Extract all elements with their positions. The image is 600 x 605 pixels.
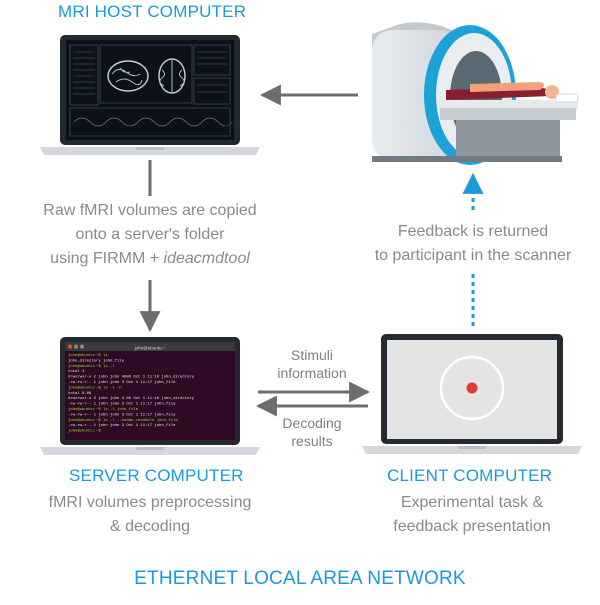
client-laptop	[362, 334, 582, 454]
terminal-line: john@ubuntu:~$	[68, 429, 101, 434]
terminal-line: -rw-rw-r-- 1 john john 3 Oct 1 11:17 joh…	[68, 380, 176, 385]
terminal-titlebar	[65, 342, 235, 351]
host-to-server-line1: Raw fMRI volumes are copied	[43, 202, 257, 219]
server-desc: fMRI volumes preprocessing & decoding	[0, 491, 300, 539]
mri-host-screen	[66, 40, 234, 140]
brain-top-view-icon	[158, 58, 186, 94]
brain-scan-dashboard	[69, 44, 233, 137]
host-to-server-line3: using FIRMM + ideacmdtool	[0, 247, 300, 271]
brain-side-view-icon	[107, 60, 149, 92]
mri-host-title: MRI HOST COMPUTER	[58, 2, 247, 21]
fixation-ring	[439, 355, 505, 421]
terminal-line: -rw-rw-r-- 1 john john 3 Oct 1 11:17 joh…	[68, 402, 176, 407]
client-desc: Experimental task & feedback presentatio…	[352, 491, 592, 539]
terminal-close-button[interactable]	[68, 344, 72, 349]
patient-arms	[470, 82, 544, 92]
host-to-server-caption: Raw fMRI volumes are copied onto a serve…	[0, 199, 300, 271]
server-desc-line1: fMRI volumes preprocessing	[48, 494, 252, 511]
feedback-caption: Feedback is returned to participant in t…	[345, 220, 600, 268]
stimuli-label-line1: Stimuli	[290, 347, 333, 363]
client-laptop-base	[362, 446, 582, 454]
server-title: SERVER COMPUTER	[69, 466, 244, 485]
feedback-target-dot	[466, 382, 478, 394]
mri-host-laptop-notch	[136, 147, 164, 150]
host-to-server-line3-prefix: using FIRMM +	[50, 250, 164, 267]
host-to-server-line2: onto a server's folder	[75, 226, 225, 243]
head-coil	[555, 93, 579, 103]
ideacmdtool-name: ideacmdtool	[163, 250, 250, 267]
mri-scanner	[372, 22, 579, 165]
terminal-line: john_directory john_file	[68, 358, 125, 363]
terminal-line: john@ubuntu:~$ ls -l --human-readable jo…	[68, 418, 178, 423]
terminal-line: john@ubuntu:~$ ls -l john_file	[68, 407, 139, 412]
network-label: ETHERNET LOCAL AREA NETWORK	[134, 568, 466, 589]
decoding-label: Decoding results	[262, 414, 362, 450]
mri-host-laptop	[40, 35, 260, 155]
terminal-window	[65, 342, 235, 440]
mri-host-laptop-base	[40, 147, 260, 155]
server-laptop: john@ubuntu:~ john@ubuntu:~$ lsjohn_dire…	[40, 337, 260, 455]
terminal-line: john@ubuntu:~$ ls	[68, 353, 108, 358]
terminal-line: total 4	[68, 369, 85, 374]
terminal-minimize-button[interactable]	[74, 344, 78, 349]
terminal-title: john@ubuntu:~	[134, 345, 166, 350]
scanner-floor-base	[372, 156, 562, 162]
terminal-line: drwxrwxr-x 2 john john 4096 Oct 1 11:18 …	[68, 375, 195, 380]
client-desc-line1: Experimental task &	[400, 494, 544, 511]
scanner-table-base	[440, 108, 576, 120]
terminal-line: total 8.0K	[68, 391, 92, 396]
client-title: CLIENT COMPUTER	[387, 466, 553, 485]
feedback-caption-line2: to participant in the scanner	[374, 247, 572, 264]
server-laptop-notch	[136, 447, 164, 450]
terminal-line: john@ubuntu:~$ ls -l -h	[68, 385, 122, 390]
terminal-line: john@ubuntu:~$ ls -l	[68, 364, 115, 369]
terminal-line: -rw-rw-r-- 1 john john 3 Oct 1 11:17 joh…	[68, 423, 176, 428]
stimuli-label-line2: information	[277, 365, 347, 381]
terminal-line: drwxrwxr-x 2 john john 4.0K Oct 1 11:18 …	[68, 396, 195, 401]
terminal-maximize-button[interactable]	[80, 344, 84, 349]
terminal-line: -rw-rw-r-- 1 john john 3 Oct 1 11:17 joh…	[68, 412, 176, 417]
decoding-label-line1: Decoding	[282, 415, 342, 431]
client-desc-line2: feedback presentation	[393, 518, 551, 535]
client-laptop-notch	[458, 446, 486, 449]
feedback-caption-line1: Feedback is returned	[397, 223, 549, 240]
patient-head	[545, 85, 559, 99]
server-desc-line2: & decoding	[109, 518, 191, 535]
stimuli-label: Stimuli information	[262, 346, 362, 382]
scanner-table-stand	[456, 120, 560, 156]
decoding-label-line2: results	[291, 433, 333, 449]
scanner-table	[438, 100, 578, 110]
server-laptop-base	[40, 447, 260, 455]
